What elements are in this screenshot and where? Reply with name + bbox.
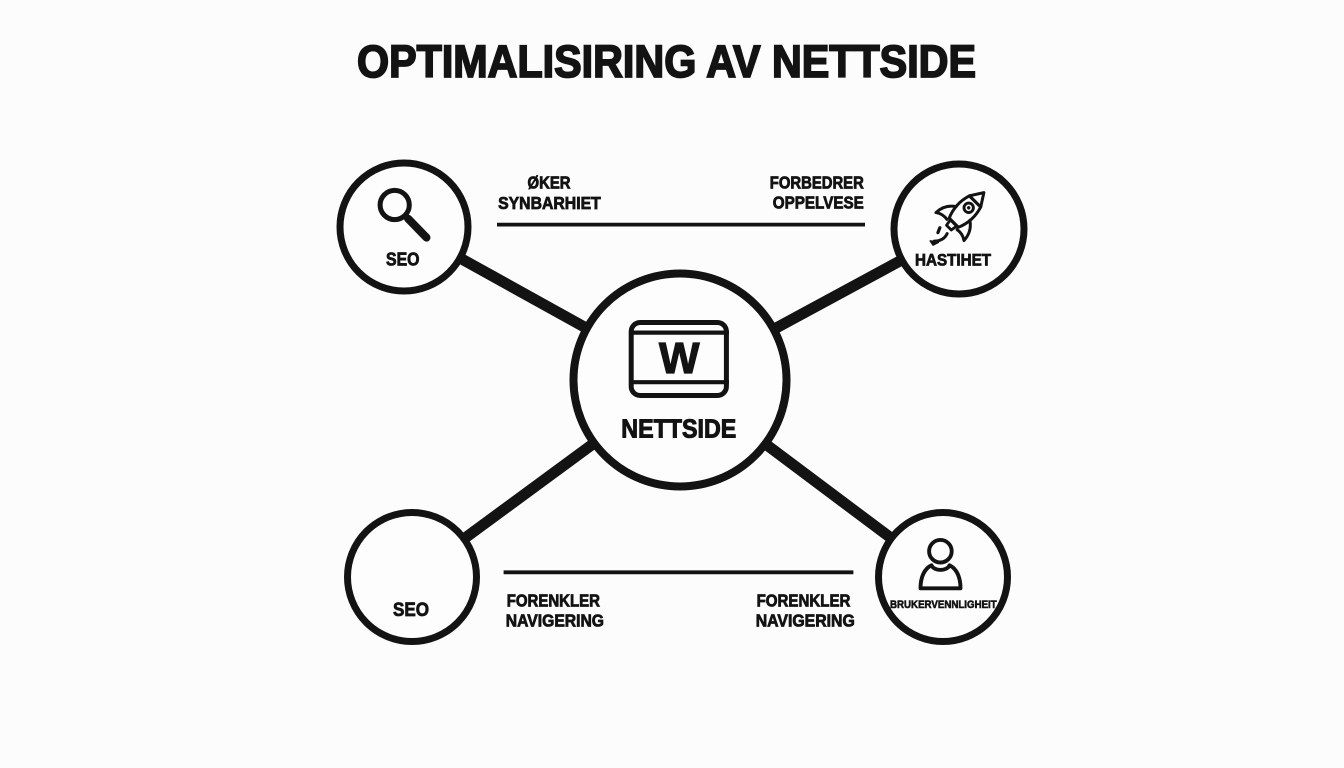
svg-text:HASTIHET: HASTIHET <box>915 251 992 270</box>
svg-text:NETTSIDE: NETTSIDE <box>621 414 736 444</box>
svg-text:NAVIGERING: NAVIGERING <box>756 610 855 630</box>
svg-text:FORENKLER: FORENKLER <box>507 590 601 610</box>
svg-text:FORENKLER: FORENKLER <box>757 590 851 610</box>
svg-text:ØKER: ØKER <box>528 173 571 193</box>
svg-text:OPPELVESE: OPPELVESE <box>773 193 864 213</box>
svg-text:BRUKERVENNLIGHEIT: BRUKERVENNLIGHEIT <box>890 599 997 611</box>
svg-text:SEO: SEO <box>393 600 429 621</box>
svg-text:FORBEDRER: FORBEDRER <box>770 173 864 193</box>
svg-text:NAVIGERING: NAVIGERING <box>506 610 604 630</box>
svg-text:OPTIMALISIRING AV NETTSIDE: OPTIMALISIRING AV NETTSIDE <box>357 36 976 87</box>
svg-text:W: W <box>659 334 700 383</box>
svg-text:SYNBARHIET: SYNBARHIET <box>498 193 601 213</box>
svg-text:SEO: SEO <box>386 249 420 270</box>
